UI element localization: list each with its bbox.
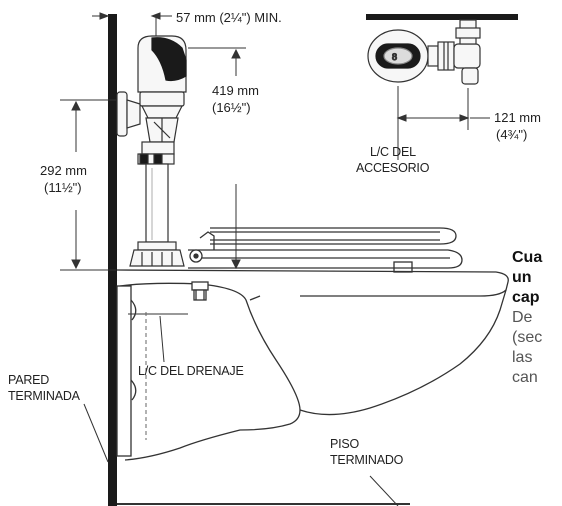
- wall-label-1: PARED: [8, 373, 49, 387]
- top-view-valve: 8: [367, 19, 481, 85]
- finished-wall: [108, 14, 117, 506]
- fixture-centerline-label-2: ACCESORIO: [356, 161, 430, 175]
- wall-height-in-label: (11½"): [44, 180, 82, 195]
- wall-label-2: TERMINADA: [8, 389, 81, 403]
- toilet-bowl: [116, 227, 509, 461]
- valve-height-mm-label: 419 mm: [212, 83, 259, 98]
- side-description-text: Cua un cap De (sec las can: [512, 248, 562, 388]
- offset-in-label: (4¾"): [496, 127, 527, 142]
- offset-mm-label: 121 mm: [494, 110, 541, 125]
- floor-label-2: TERMINADO: [330, 453, 404, 467]
- top-view-wall: [366, 14, 518, 20]
- valve-height-in-label: (16½"): [212, 100, 251, 115]
- side-heading-line-2: un: [512, 269, 532, 286]
- drain-centerline-label: L/C DEL DRENAJE: [138, 364, 244, 378]
- dimension-lines: [60, 12, 490, 506]
- side-heading-line-3: cap: [512, 289, 540, 306]
- side-body-line-6: las: [512, 349, 533, 366]
- side-body-line-5: (sec: [512, 329, 543, 346]
- svg-text:8: 8: [392, 52, 397, 62]
- side-heading-line-1: Cua: [512, 249, 543, 266]
- side-body-line-7: can: [512, 369, 538, 386]
- top-clearance-label: 57 mm (2¼") MIN.: [176, 10, 282, 25]
- flush-valve: [116, 35, 187, 267]
- floor-label-1: PISO: [330, 437, 360, 451]
- side-body-line-4: De: [512, 309, 533, 326]
- fixture-centerline-label-1: L/C DEL: [370, 145, 416, 159]
- wall-height-mm-label: 292 mm: [40, 163, 87, 178]
- diagram-labels: 57 mm (2¼") MIN. 419 mm (16½") 292 mm (1…: [8, 10, 541, 467]
